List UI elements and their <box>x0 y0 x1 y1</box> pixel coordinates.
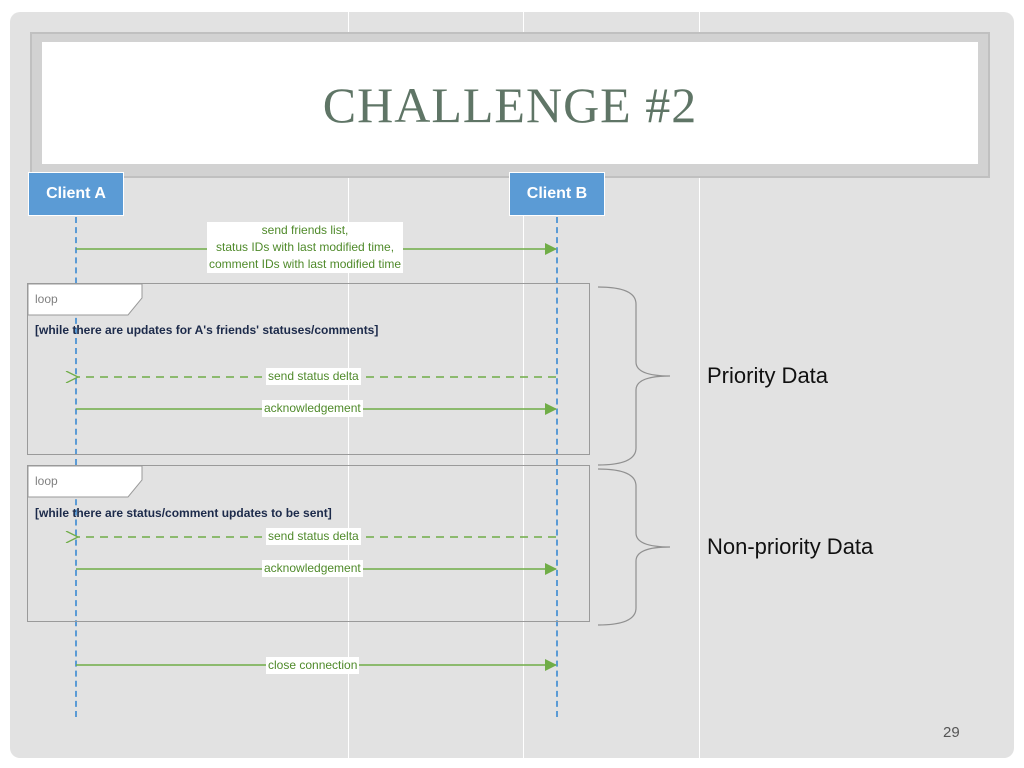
page-title: CHALLENGE #2 <box>322 77 698 133</box>
message-label-loop1-ack: acknowledgement <box>262 400 363 417</box>
background-guide-line <box>348 12 349 758</box>
background-guide-line <box>523 12 524 758</box>
page-number: 29 <box>943 724 960 741</box>
loop-tab-priority <box>27 283 143 316</box>
title-frame: CHALLENGE #2 <box>30 32 990 178</box>
lifeline-client-b <box>556 217 558 717</box>
annotation-non-priority-data: Non-priority Data <box>707 534 874 559</box>
message-label-loop1-delta: send status delta <box>266 368 361 385</box>
annotation-priority-data: Priority Data <box>707 363 829 388</box>
actor-client-b: Client B <box>509 172 605 216</box>
loop-frame-non-priority <box>27 465 590 622</box>
background-guide-line <box>699 12 700 758</box>
message-label-send-friends-list: send friends list, status IDs with last … <box>207 222 404 273</box>
message-label-line: send friends list, <box>261 223 349 237</box>
brace-non-priority <box>597 468 671 626</box>
loop-tag-non-priority: loop <box>35 474 58 488</box>
loop-guard-non-priority: [while there are status/comment updates … <box>35 506 332 520</box>
brace-priority <box>597 286 671 466</box>
sequence-diagram-graphics <box>27 243 671 671</box>
slide: CHALLENGE #2 Client A Client B <box>10 12 1014 758</box>
title-box: CHALLENGE #2 <box>42 42 978 164</box>
loop-tag-priority: loop <box>35 292 58 306</box>
message-label-close-connection: close connection <box>266 657 360 674</box>
loop-tab-non-priority <box>27 465 143 498</box>
message-label-loop2-ack: acknowledgement <box>262 560 363 577</box>
message-label-line: status IDs with last modified time, <box>216 240 395 254</box>
loop-guard-priority: [while there are updates for A's friends… <box>35 323 379 337</box>
loop-frame-priority <box>27 283 590 455</box>
message-label-line: comment IDs with last modified time <box>209 257 402 271</box>
message-label-loop2-delta: send status delta <box>266 528 361 545</box>
actor-client-a: Client A <box>28 172 124 216</box>
